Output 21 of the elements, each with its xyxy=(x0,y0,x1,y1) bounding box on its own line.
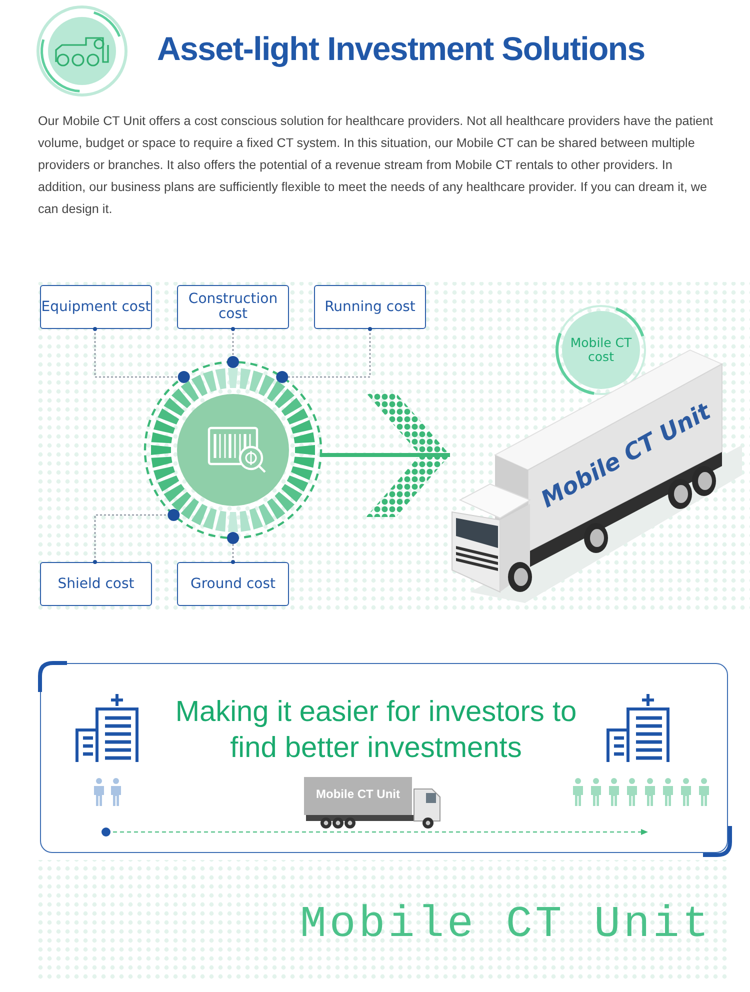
dotted-connector xyxy=(227,327,239,368)
cost-label: Construction cost xyxy=(187,292,279,322)
dotted-connector xyxy=(93,327,190,383)
cost-label: Running cost xyxy=(324,300,416,314)
cost-label: Shield cost xyxy=(58,576,134,592)
panel-heading: Making it easier for investors to find better investments xyxy=(174,695,578,766)
cost-box xyxy=(40,562,152,606)
dot-matrix-text: Mobile CT Unit xyxy=(300,900,712,950)
cost-box xyxy=(40,285,152,329)
dotted-connector xyxy=(227,532,239,564)
cost-box xyxy=(177,285,289,329)
page-title: Asset-light Investment Solutions xyxy=(157,30,645,68)
intro-paragraph: Our Mobile CT Unit offers a cost conscious solution for healthcare providers. Not all healthcare providers have the patient volume, budget or space to require a fixed CT system. In this situation, our Mobile CT can be shared between multiple providers or branches. It also offers the potential of a revenue stream from Mobile CT rentals to other providers. In addition, our business plans are sufficiently flexible to meet the needs of any healthcare provider. If you can dream it, we can design it. xyxy=(38,113,714,218)
badge-label: Mobile CT cost xyxy=(570,336,632,364)
truck-side-text: Mobile CT Unit xyxy=(315,787,401,801)
dotted-connector xyxy=(276,327,372,383)
cost-label: Equipment cost xyxy=(41,300,151,314)
cost-box xyxy=(177,562,289,606)
cost-box xyxy=(314,285,426,329)
cost-label: Ground cost xyxy=(190,576,276,592)
dotted-connector xyxy=(93,509,180,564)
